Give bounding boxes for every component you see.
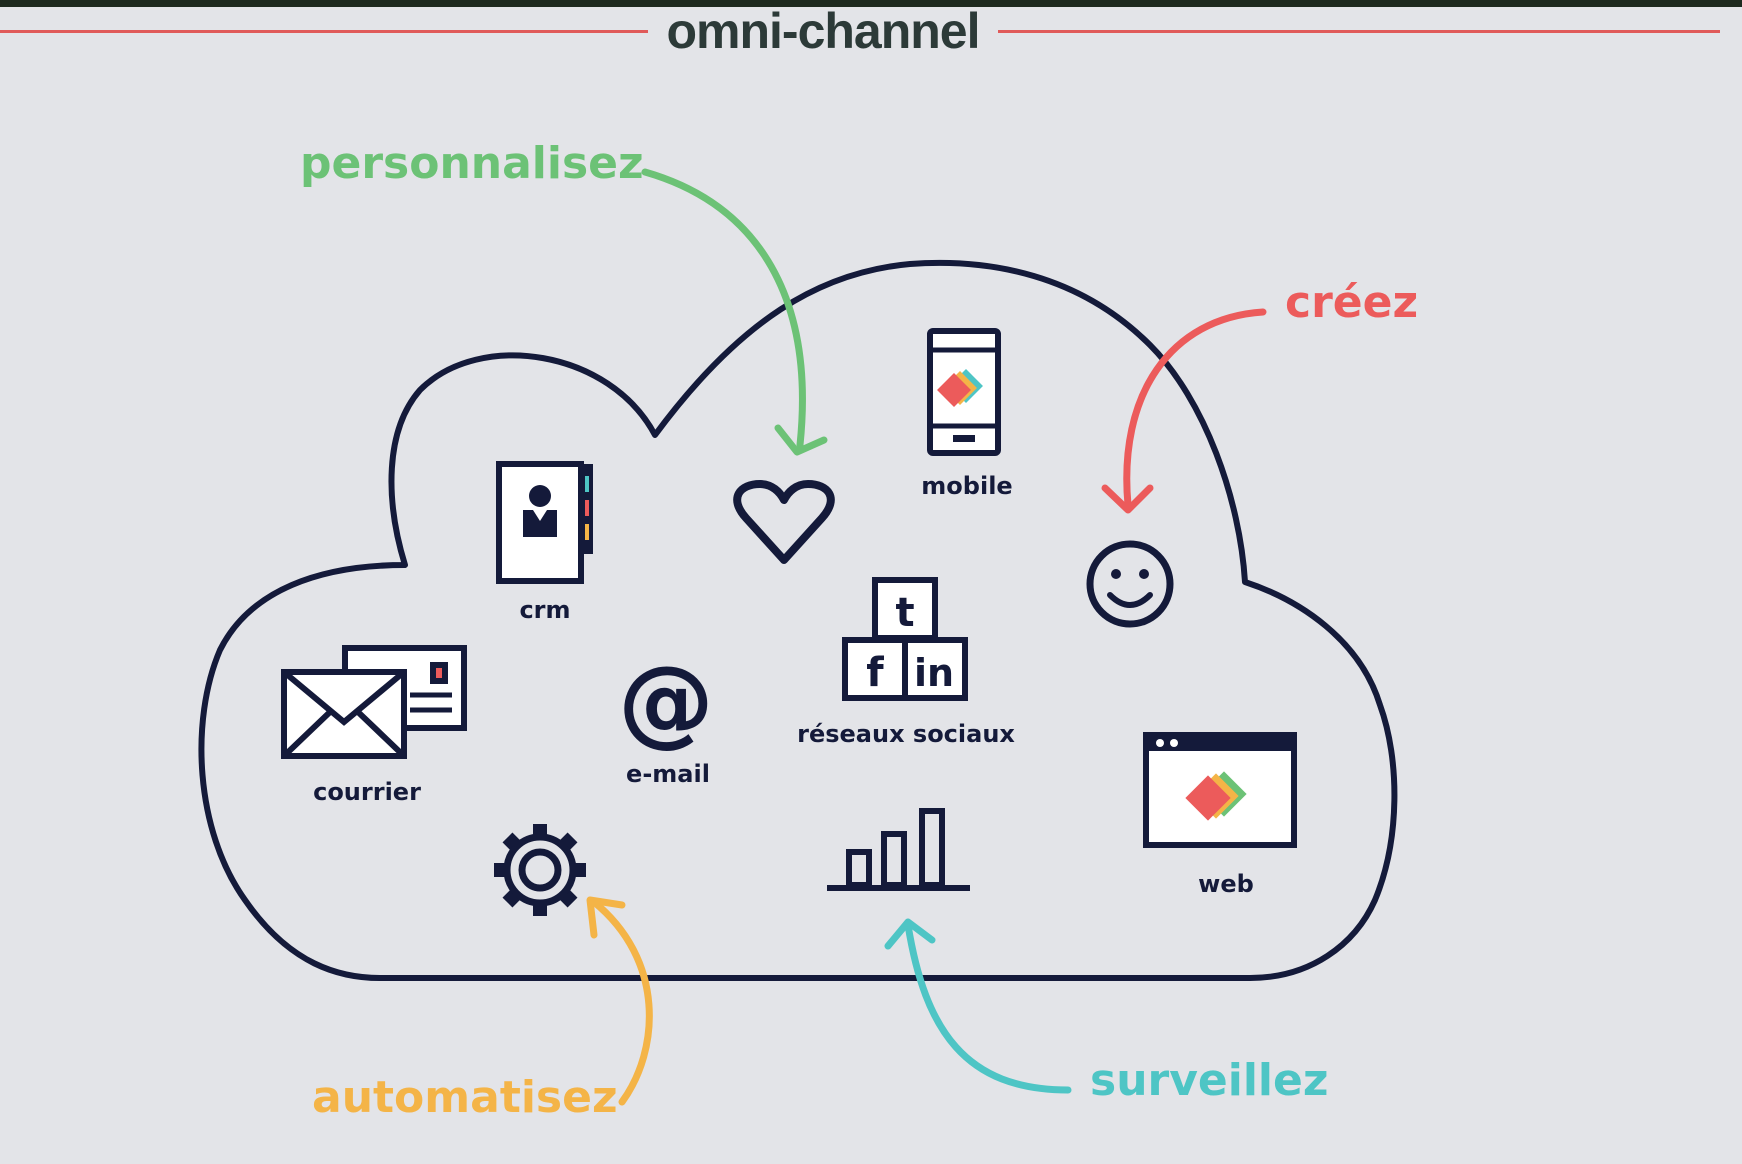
- brand-logo-icon: [937, 369, 983, 407]
- personnalisez-label: personnalisez: [300, 138, 644, 189]
- mobile-label: mobile: [921, 472, 1012, 500]
- creez-label: créez: [1285, 277, 1418, 328]
- email-label: e-mail: [626, 760, 710, 788]
- surveillez-label: surveillez: [1090, 1055, 1328, 1106]
- brand-logo-icon: [1185, 771, 1247, 821]
- courrier-label: courrier: [313, 778, 421, 806]
- heart-icon: [733, 480, 835, 564]
- surveillez-arrow: [884, 918, 1072, 1094]
- envelope-icon: [281, 669, 407, 759]
- smiley-icon: [1086, 540, 1174, 628]
- personnalisez-arrow: [641, 168, 828, 456]
- linkedin-letter: in: [914, 651, 954, 695]
- phone-icon: [927, 328, 1001, 456]
- top-bar: [0, 0, 1742, 7]
- tumblr-letter: t: [895, 590, 914, 636]
- crm-label: crm: [519, 596, 570, 624]
- gear-icon: [494, 824, 586, 916]
- title-rule-right: [998, 30, 1720, 33]
- bar-chart-icon: [827, 808, 970, 891]
- facebook-letter: f: [866, 650, 884, 696]
- social-blocks-icon: t f in: [842, 577, 968, 701]
- at-sign-icon: @: [618, 645, 714, 757]
- social-label: réseaux sociaux: [797, 720, 1015, 748]
- automatisez-label: automatisez: [312, 1072, 618, 1123]
- web-label: web: [1198, 870, 1254, 898]
- automatisez-arrow: [586, 896, 653, 1106]
- page-title: omni-channel: [666, 3, 980, 59]
- browser-window-icon: [1143, 732, 1297, 848]
- contact-book-icon: [496, 461, 593, 584]
- title-rule-left: [0, 30, 648, 33]
- cloud-outline: [198, 259, 1398, 981]
- creez-arrow: [1101, 308, 1267, 514]
